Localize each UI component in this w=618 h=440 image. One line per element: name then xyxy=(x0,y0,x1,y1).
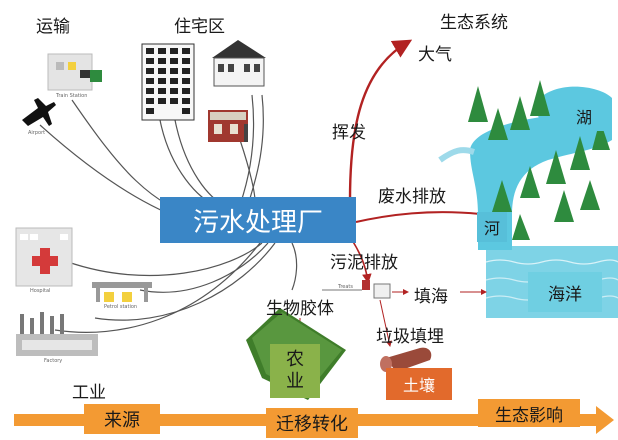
apartment-building-icon xyxy=(141,43,195,121)
label-residential: 住宅区 xyxy=(174,17,225,37)
agriculture-label-1: 农 xyxy=(286,349,304,370)
shop-icon xyxy=(208,110,248,142)
hospital-caption: Hospital xyxy=(30,288,51,294)
arrow-sludge xyxy=(351,239,372,284)
label-wastewater-discharge: 废水排放 xyxy=(378,187,446,207)
sludge-tank-icon xyxy=(322,280,391,299)
label-bio-colloid: 生物胶体 xyxy=(266,299,334,319)
agriculture-box: 农 业 xyxy=(270,344,320,398)
lake-box: 湖 xyxy=(564,101,604,131)
ocean-box: 海洋 xyxy=(528,272,602,312)
label-ecosystem: 生态系统 xyxy=(440,13,508,33)
flow-source-box: 来源 xyxy=(84,404,160,434)
train-station-icon xyxy=(47,53,102,91)
petrol-station-caption: Petrol station xyxy=(104,304,138,310)
arrow-volatilize xyxy=(348,39,413,201)
petrol-station-icon xyxy=(92,282,152,302)
hospital-icon xyxy=(15,227,73,287)
train-station-caption: Train Station xyxy=(56,93,88,99)
label-industry: 工业 xyxy=(72,383,106,403)
river-stream xyxy=(438,147,475,163)
airport-caption: Airport xyxy=(28,130,46,136)
label-landfill: 垃圾填埋 xyxy=(376,327,444,347)
flow-transfer-box: 迁移转化 xyxy=(266,408,358,438)
label-volatilize: 挥发 xyxy=(332,123,366,143)
wwtp-box: 污水处理厂 xyxy=(160,197,356,243)
airport-icon xyxy=(22,98,56,126)
arrow-to-landfill xyxy=(379,299,392,347)
label-atmosphere: 大气 xyxy=(418,45,452,65)
factory-icon xyxy=(16,312,98,356)
label-sea-reclaim: 填海 xyxy=(414,287,448,307)
house-icon xyxy=(212,40,266,87)
treats-caption: Treats xyxy=(338,284,353,290)
label-sludge-discharge: 污泥排放 xyxy=(330,253,398,273)
factory-caption: Factory xyxy=(44,358,63,364)
arrow-wastewater xyxy=(355,211,481,223)
label-transport: 运输 xyxy=(36,17,70,37)
river-box: 河 xyxy=(477,212,507,242)
soil-box: 土壤 xyxy=(386,368,452,400)
tree-icon xyxy=(468,80,610,240)
flow-eco-impact-box: 生态影响 xyxy=(478,399,580,427)
agriculture-label-2: 业 xyxy=(286,371,304,392)
